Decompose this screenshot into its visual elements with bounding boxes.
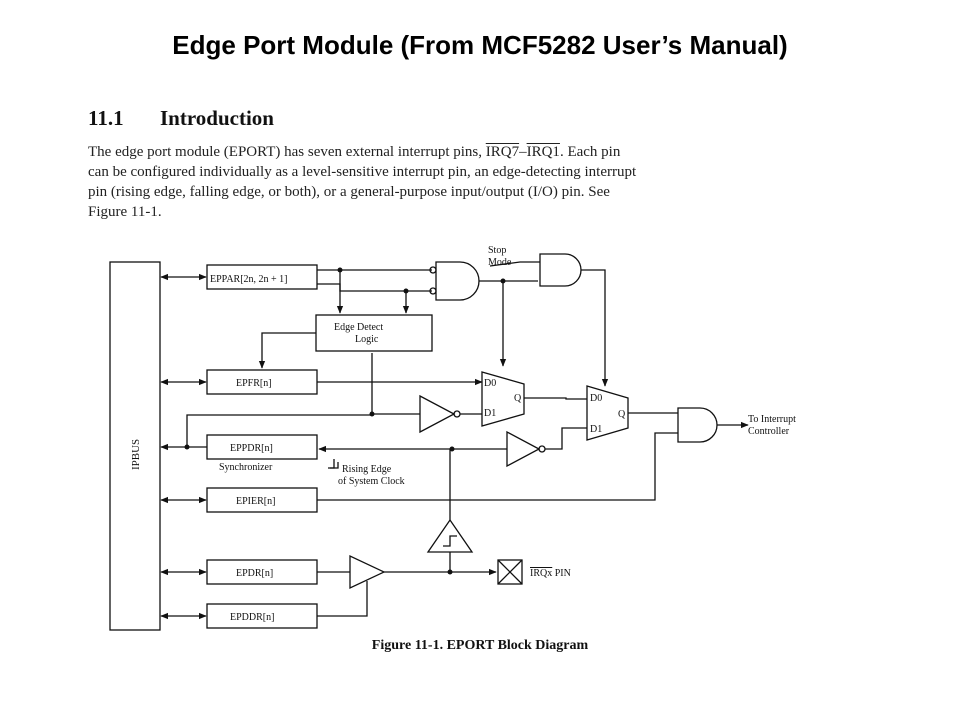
and-gate-3	[677, 407, 718, 443]
epier-to-and3	[317, 432, 678, 501]
junction-dot	[337, 267, 343, 273]
junction-dot	[500, 278, 506, 284]
epfr-label: EPFR[n]	[236, 378, 272, 389]
mux2-d0-label: D0	[590, 393, 602, 404]
epier-label: EPIER[n]	[236, 496, 275, 507]
rising-edge-label-2: of System Clock	[338, 476, 405, 487]
edge-detect-label-1: Edge Detect	[334, 322, 383, 333]
intro-line-1: The edge port module (EPORT) has seven e…	[88, 142, 848, 162]
irq-pin-box	[497, 559, 523, 585]
epdr-label: EPDR[n]	[236, 568, 273, 579]
ipbus-label: IPBUS	[130, 439, 142, 470]
inv2-to-mux2-d1	[545, 427, 587, 450]
inverter-2	[506, 430, 541, 468]
junction-dot	[184, 444, 190, 450]
junction-dot	[449, 446, 455, 452]
epddr-enable	[317, 581, 368, 617]
to-interrupt-label-1: To Interrupt	[748, 414, 796, 425]
edge-detect-logic-block	[315, 314, 433, 352]
mux1-d1-label: D1	[484, 408, 496, 419]
section-number: 11.1	[88, 106, 124, 130]
eppar-label: EPPAR[2n, 2n + 1]	[210, 274, 288, 285]
junction-dot	[403, 288, 409, 294]
range-dash: –	[519, 144, 527, 160]
intro-line-2: can be configured individually as a leve…	[88, 164, 637, 180]
intro-line-1-end: . Each pin	[559, 144, 621, 160]
to-interrupt-label-2: Controller	[748, 426, 790, 437]
mux2-d1-label: D1	[590, 424, 602, 435]
clock-edge-symbol	[330, 459, 335, 469]
mux1-q-to-mux2	[524, 397, 587, 400]
section-title: Introduction	[160, 106, 274, 130]
irqx-signal: IRQx	[530, 568, 552, 579]
stop-mode-line	[489, 261, 540, 267]
and1-inv-bubble-top	[429, 266, 437, 274]
irqx-label: IRQx PIN	[530, 568, 571, 579]
schmitt-symbol	[443, 535, 457, 547]
and2-to-mux2-sel	[581, 269, 609, 387]
mux2-q-label: Q	[618, 409, 626, 420]
intro-line-3: pin (rising edge, falling edge, or both)…	[88, 184, 610, 200]
stop-label: Stop	[488, 245, 506, 256]
and-gate-2	[539, 253, 582, 287]
eppar-to-and1-bottom	[317, 283, 432, 292]
synchronizer-label: Synchronizer	[219, 462, 273, 473]
ipbus-block	[109, 261, 161, 631]
junction-dot	[369, 411, 375, 417]
eppar-register	[206, 264, 318, 290]
slide-title: Edge Port Module (From MCF5282 User’s Ma…	[172, 30, 788, 60]
mux-1	[481, 371, 525, 427]
pin-x-2	[497, 559, 523, 585]
intro-line-1-start: The edge port module (EPORT) has seven e…	[88, 144, 486, 160]
mux-2	[586, 385, 629, 441]
clock-edge-step	[328, 462, 339, 469]
irq7-signal: IRQ7	[485, 144, 520, 160]
edge-to-epfr	[258, 332, 316, 369]
mode-label: Mode	[488, 257, 512, 268]
intro-line-4: Figure 11-1.	[88, 204, 162, 220]
rising-edge-label-1: Rising Edge	[342, 464, 392, 475]
pin-word: PIN	[552, 568, 571, 579]
eppdr-label: EPPDR[n]	[230, 443, 273, 454]
and1-inv-bubble-bottom	[429, 287, 437, 295]
irq1-signal: IRQ1	[526, 144, 560, 160]
epddr-label: EPDDR[n]	[230, 612, 274, 623]
inverter-1	[419, 394, 456, 434]
eppdr-read-path	[186, 353, 373, 448]
and-gate-1	[435, 261, 480, 301]
mux1-q-label: Q	[514, 393, 522, 404]
intro-paragraph: The edge port module (EPORT) has seven e…	[88, 142, 848, 222]
mux1-d0-label: D0	[484, 378, 496, 389]
edge-detect-label-2: Logic	[355, 334, 379, 345]
figure-caption: Figure 11-1. EPORT Block Diagram	[371, 638, 589, 653]
junction-dot	[447, 569, 453, 575]
